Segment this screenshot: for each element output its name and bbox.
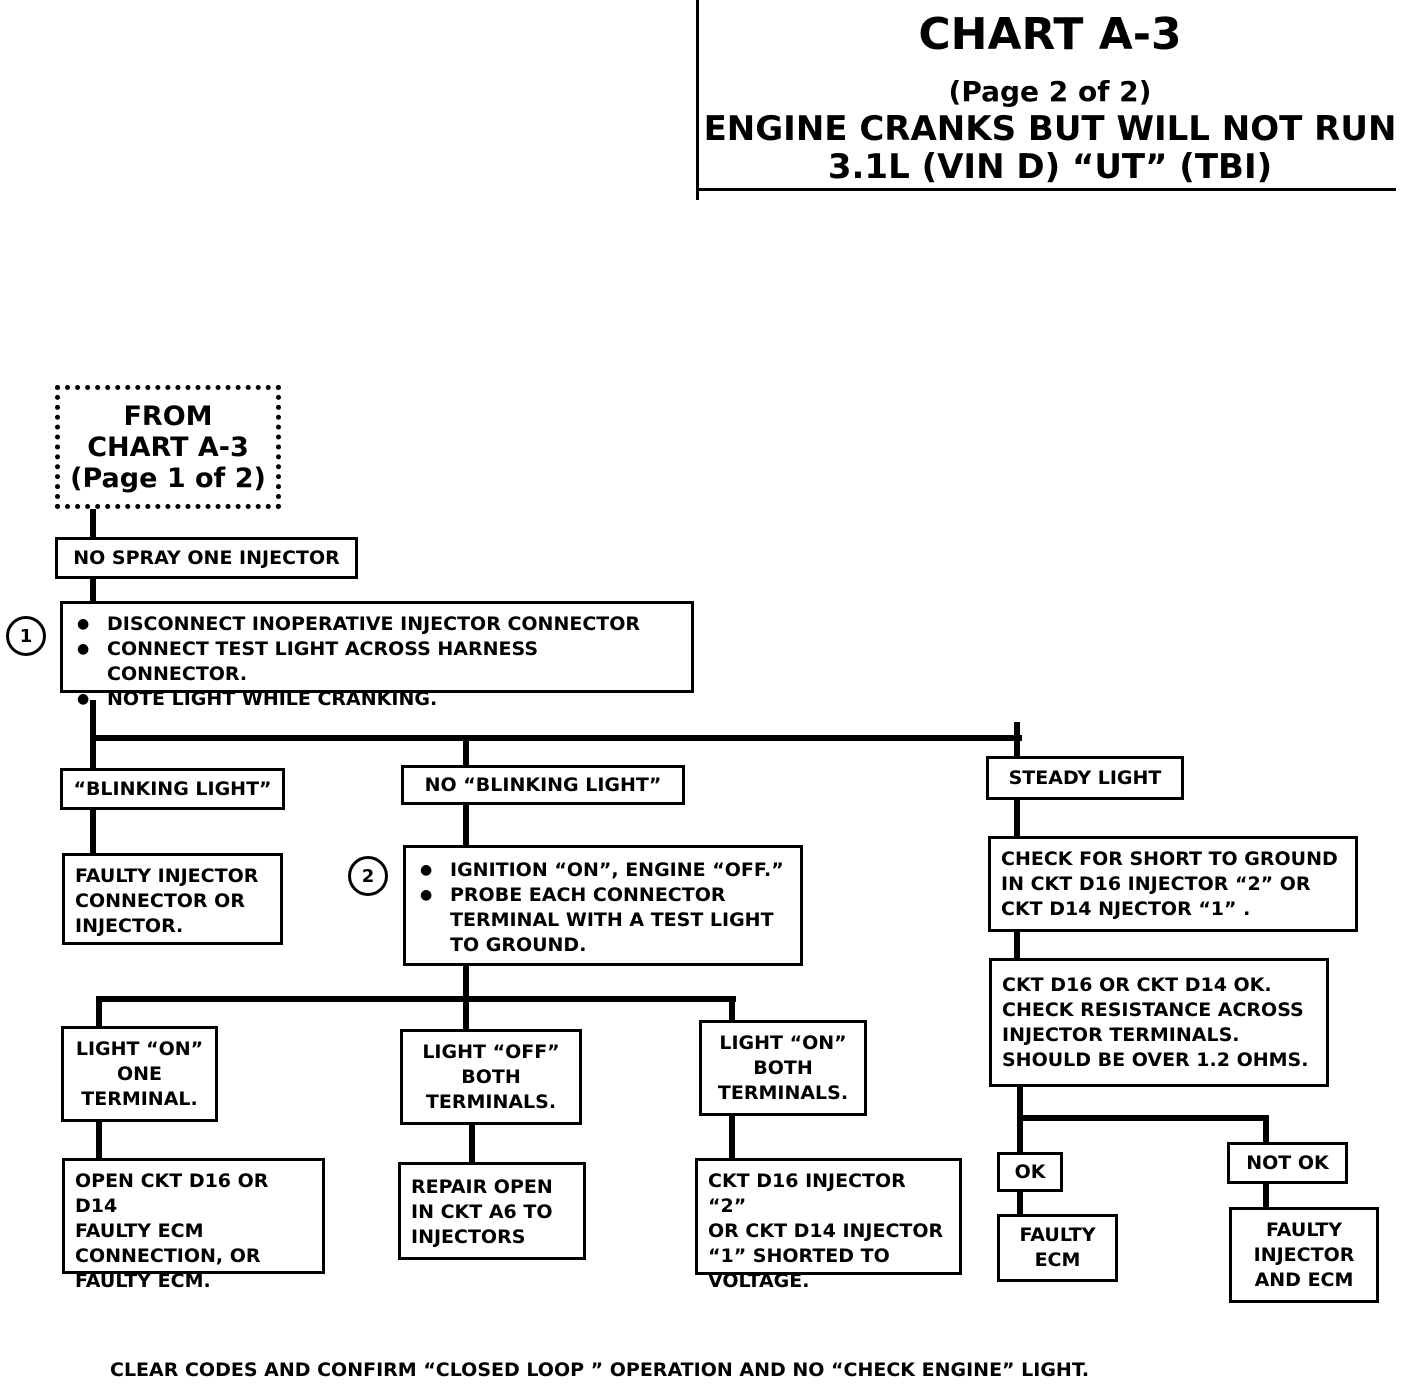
connector (1263, 1184, 1269, 1210)
repair-open-box: REPAIR OPEN IN CKT A6 TO INJECTORS (398, 1162, 586, 1260)
connector (463, 735, 469, 769)
header-frame-left (696, 0, 699, 200)
connector (1014, 722, 1020, 728)
blinking-light-box: “BLINKING LIGHT” (60, 768, 285, 810)
step1-bullet-2: CONNECT TEST LIGHT ACROSS HARNESS CONNEC… (73, 637, 681, 687)
no-blinking-light-label: NO “BLINKING LIGHT” (424, 773, 662, 796)
connector (1017, 1190, 1023, 1218)
chart-page: (Page 2 of 2) (948, 75, 1152, 108)
no-spray-box: NO SPRAY ONE INJECTOR (55, 537, 358, 579)
blinking-light-label: “BLINKING LIGHT” (73, 777, 272, 800)
connector (1017, 1115, 1269, 1121)
step-marker-2: 2 (348, 856, 388, 896)
connector (90, 735, 1022, 741)
step-marker-1: 1 (6, 616, 46, 656)
connector (1017, 1086, 1023, 1156)
ckt-ok-box: CKT D16 OR CKT D14 OK. CHECK RESISTANCE … (989, 958, 1329, 1087)
shorted-voltage-box: CKT D16 INJECTOR “2” OR CKT D14 INJECTOR… (695, 1158, 962, 1292)
connector (96, 996, 736, 1002)
not-ok-box: NOT OK (1227, 1142, 1348, 1184)
no-blinking-light-box: NO “BLINKING LIGHT” (401, 765, 685, 805)
start-line-3: (Page 1 of 2) (70, 462, 266, 494)
faulty-injector-ecm-box: FAULTY INJECTOR AND ECM (1229, 1207, 1379, 1303)
no-spray-label: NO SPRAY ONE INJECTOR (73, 546, 340, 569)
ok-box: OK (997, 1152, 1063, 1192)
start-line-1: FROM (123, 400, 213, 432)
faulty-injector-box: FAULTY INJECTOR CONNECTOR OR INJECTOR. (62, 853, 283, 945)
step2-bullet-2: PROBE EACH CONNECTOR TERMINAL WITH A TES… (416, 883, 790, 958)
light-on-both-box: LIGHT “ON” BOTH TERMINALS. (699, 1020, 867, 1116)
open-ckt-box: OPEN CKT D16 OR D14 FAULTY ECM CONNECTIO… (62, 1158, 325, 1292)
connector (90, 578, 96, 604)
connector (1014, 722, 1020, 758)
check-short-box: CHECK FOR SHORT TO GROUND IN CKT D16 INJ… (988, 836, 1358, 932)
header-frame-bottom (696, 188, 1396, 191)
chart-title: CHART A-3 (918, 9, 1182, 60)
start-line-2: CHART A-3 (87, 431, 249, 463)
light-off-both-box: LIGHT “OFF” BOTH TERMINALS. (400, 1029, 582, 1125)
connector (90, 808, 96, 856)
connector (729, 1114, 735, 1160)
chart-subtitle-2: 3.1L (VIN D) “UT” (TBI) (827, 147, 1273, 187)
connector (96, 996, 102, 1026)
connector (463, 802, 469, 848)
connector (96, 1120, 102, 1160)
step2-bullet-1: IGNITION “ON”, ENGINE “OFF.” (416, 858, 790, 883)
start-box: FROM CHART A-3 (Page 1 of 2) (55, 385, 281, 509)
step2-box: IGNITION “ON”, ENGINE “OFF.” PROBE EACH … (403, 845, 803, 966)
connector (1263, 1115, 1269, 1145)
steady-light-label: STEADY LIGHT (1008, 766, 1162, 789)
step1-box: DISCONNECT INOPERATIVE INJECTOR CONNECTO… (60, 601, 694, 712)
step1-bullet-1: DISCONNECT INOPERATIVE INJECTOR CONNECTO… (73, 612, 681, 637)
faulty-ecm-box: FAULTY ECM (997, 1214, 1118, 1282)
connector (469, 1124, 475, 1164)
steady-light-box: STEADY LIGHT (986, 756, 1184, 800)
connector (729, 996, 735, 1022)
light-on-one-box: LIGHT “ON” ONE TERMINAL. (61, 1026, 218, 1122)
connector (90, 505, 96, 541)
connector (1014, 930, 1020, 960)
connector (1014, 798, 1020, 838)
footer-note: CLEAR CODES AND CONFIRM “CLOSED LOOP ” O… (110, 1359, 1090, 1381)
chart-subtitle-1: ENGINE CRANKS BUT WILL NOT RUN (703, 109, 1397, 149)
step1-bullet-3: NOTE LIGHT WHILE CRANKING. (73, 687, 681, 712)
